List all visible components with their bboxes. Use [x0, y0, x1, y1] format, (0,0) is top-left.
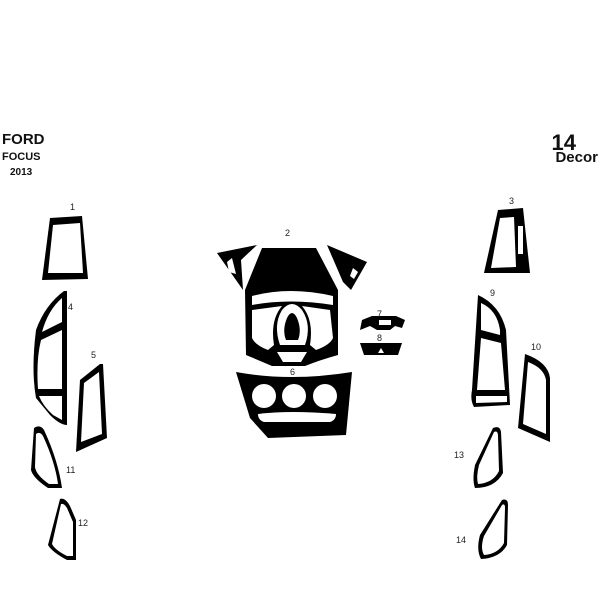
piece-count: 14 [551, 130, 576, 155]
piece-8 [360, 343, 402, 355]
piece-10-number: 10 [531, 342, 542, 352]
brand-label: FORD [2, 131, 45, 148]
piece-8-number: 8 [377, 333, 383, 343]
piece-3 [484, 208, 530, 273]
piece-9-number: 9 [490, 288, 496, 298]
piece-12 [48, 498, 76, 560]
piece-11-number: 11 [66, 465, 76, 475]
year-label: 2013 [10, 167, 33, 178]
piece-10 [518, 354, 550, 442]
piece-2 [217, 245, 367, 366]
piece-2-number: 2 [285, 228, 291, 238]
piece-7 [360, 316, 405, 330]
piece-5-number: 5 [91, 350, 97, 360]
piece-13 [473, 427, 503, 488]
model-label: FOCUS [2, 151, 41, 163]
piece-3-number: 3 [509, 196, 515, 206]
piece-6 [236, 372, 352, 438]
piece-14-number: 14 [456, 535, 467, 545]
piece-5 [76, 364, 107, 452]
piece-4-number: 4 [68, 302, 74, 312]
piece-6-number: 6 [290, 367, 296, 377]
piece-13-number: 13 [454, 450, 465, 460]
piece-11 [31, 426, 62, 488]
kit-label: Decor [555, 149, 598, 166]
piece-7-number: 7 [377, 309, 383, 319]
piece-9 [471, 295, 510, 407]
piece-1 [42, 216, 88, 280]
piece-1-number: 1 [70, 202, 76, 212]
piece-14 [478, 499, 508, 559]
piece-4 [33, 291, 67, 425]
piece-12-number: 12 [78, 518, 89, 528]
